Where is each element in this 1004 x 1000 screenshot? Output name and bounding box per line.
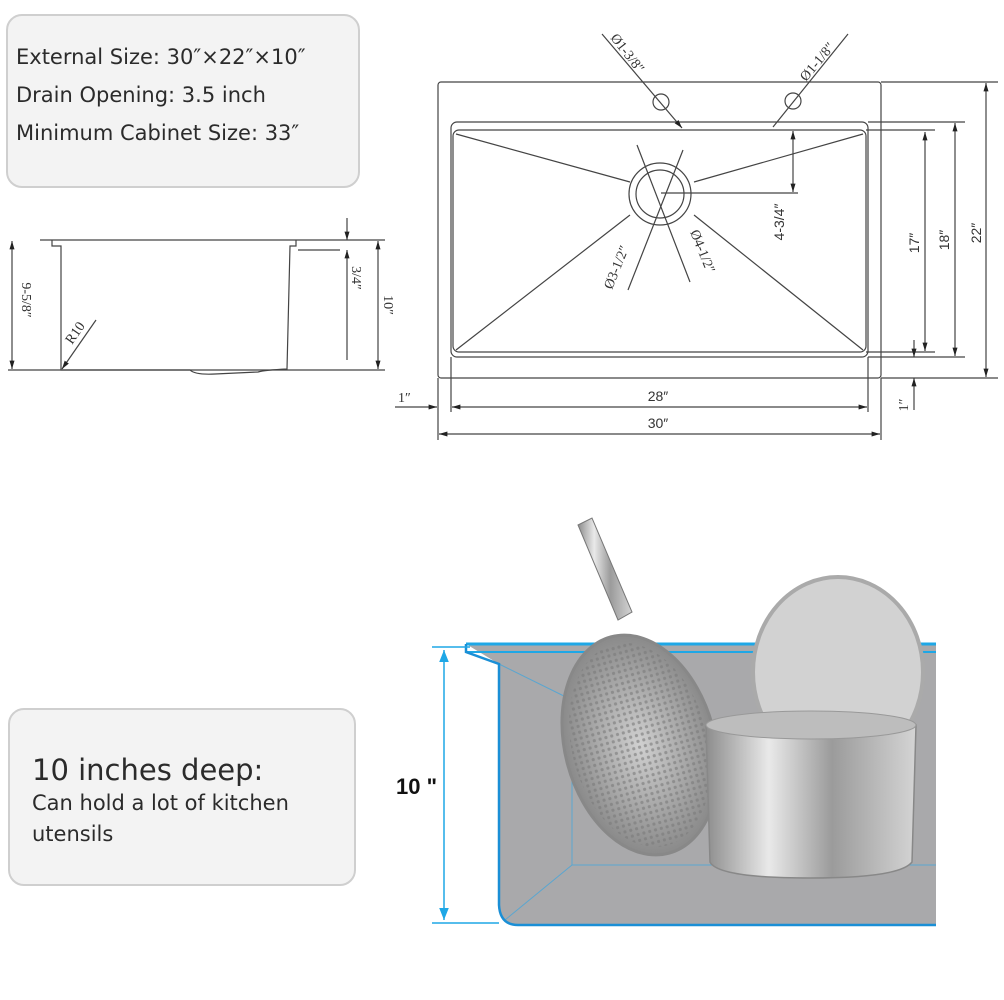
drain-inner-label: Ø3-1/2″	[602, 244, 633, 292]
inner-depth-label: 17″	[906, 233, 922, 254]
external-size-text: External Size: 30″×22″×10″	[16, 45, 306, 69]
faucet-hole-1-label: Ø1-3/8″	[607, 31, 647, 76]
bottom-margin-label: 1″	[897, 398, 912, 411]
flange-label: 3/4″	[348, 266, 363, 290]
technical-drawings: 9-5/8″ R10 3/4″ 10″	[8, 31, 998, 440]
cabinet-size-text: Minimum Cabinet Size: 33″	[16, 121, 300, 145]
radius-label: R10	[63, 320, 89, 348]
depth-measure-label: 10 "	[396, 774, 438, 799]
drain-offset-label: 4-3/4″	[771, 204, 787, 241]
side-margin-label: 1″	[398, 391, 411, 406]
spec-info-box: External Size: 30″×22″×10″ Drain Opening…	[6, 14, 360, 188]
outer-width-label: 30″	[648, 415, 669, 431]
top-view-drawing	[395, 33, 998, 440]
depth-info-box: 10 inches deep: Can hold a lot of kitche…	[8, 708, 356, 886]
outer-depth-label: 22″	[968, 223, 984, 244]
side-profile-drawing	[8, 218, 385, 375]
depth-heading: 10 inches deep:	[32, 753, 264, 787]
total-depth-label: 10″	[380, 295, 395, 315]
side-height-label: 9-5/8″	[18, 282, 33, 318]
faucet-hole-2-label: Ø1-1/8″	[798, 40, 839, 85]
drain-outer-label: Ø4-1/2″	[686, 228, 717, 276]
drain-opening-text: Drain Opening: 3.5 inch	[16, 83, 266, 107]
bowl-depth-label: 18″	[936, 230, 952, 251]
depth-description: Can hold a lot of kitchen utensils	[32, 791, 289, 846]
inner-width-label: 28″	[648, 388, 669, 404]
